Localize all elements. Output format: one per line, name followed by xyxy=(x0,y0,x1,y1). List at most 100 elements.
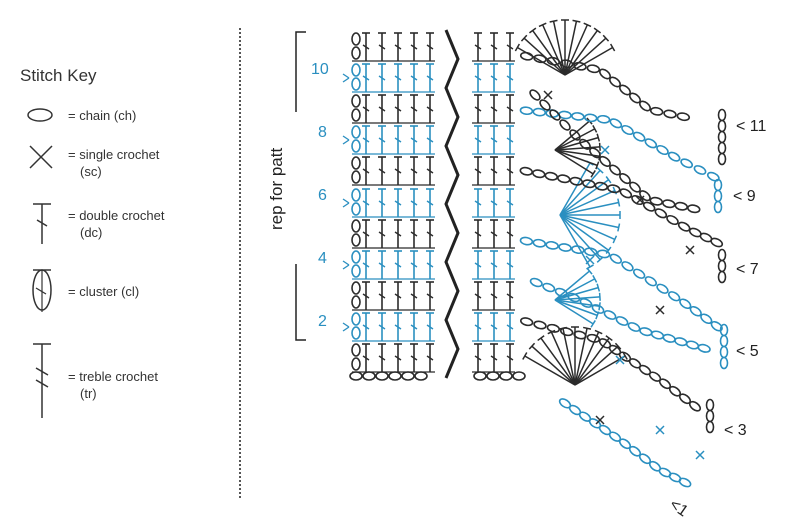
dc-stitch-bar xyxy=(506,44,514,50)
fan-stitch-top xyxy=(590,170,596,178)
row-label-10: 10 xyxy=(311,61,329,78)
loop-chain xyxy=(674,337,688,347)
fan-stitch xyxy=(564,21,578,76)
dc-stitch-bar xyxy=(474,75,482,81)
loop-chain xyxy=(567,292,581,303)
edge-column-chain xyxy=(705,409,715,423)
loop-chain xyxy=(632,131,646,142)
repeat-bracket xyxy=(295,31,306,341)
edge-chain xyxy=(351,77,361,91)
fan-stitch-top xyxy=(605,335,613,342)
fan-stitch-top xyxy=(596,133,601,142)
fan-stitch xyxy=(564,24,589,76)
fan-stitch-top xyxy=(609,43,616,52)
fan-stitch xyxy=(550,331,576,386)
loop-chain xyxy=(519,166,533,176)
single-crochet-stitch xyxy=(635,195,645,205)
loop-chain xyxy=(680,158,694,169)
dc-stitch-bar xyxy=(394,44,402,50)
fan-stitch xyxy=(524,355,576,386)
dc-stitch-bar xyxy=(490,324,498,330)
dc-stitch-bar xyxy=(362,231,370,237)
fan-stitch-top xyxy=(549,19,558,23)
dc-stitch-bar xyxy=(474,137,482,143)
loop-chain xyxy=(644,276,658,287)
loop-chain xyxy=(632,268,646,279)
loop-chain xyxy=(685,340,700,350)
loop-chain xyxy=(532,238,547,248)
key-item-double-crochet: = double crochet (dc) xyxy=(0,200,235,250)
loop-chain xyxy=(639,100,651,112)
dc-stitch-bar xyxy=(410,293,418,299)
loop-chain xyxy=(658,467,672,478)
dc-stitch-bar xyxy=(410,168,418,174)
row-label-5: < 5 xyxy=(736,343,759,360)
dc-stitch-bar xyxy=(426,324,434,330)
fan-stitch-top xyxy=(622,352,628,360)
row-arrow xyxy=(342,135,350,141)
loop-chain xyxy=(539,99,551,111)
loop-chain xyxy=(689,305,702,317)
loop-chain xyxy=(594,181,608,191)
edge-column-chain xyxy=(717,108,727,122)
row-label-3: < 3 xyxy=(724,422,747,439)
fan-stitch-top xyxy=(592,274,598,283)
loop-chain xyxy=(549,109,561,121)
dc-stitch-bar xyxy=(362,168,370,174)
loop-chain xyxy=(599,68,611,80)
loop-chain xyxy=(607,184,621,194)
dc-stitch-bar xyxy=(410,355,418,361)
key-abbr-treble-crochet: (tr) xyxy=(80,386,97,401)
fan-stitch xyxy=(559,214,609,251)
edge-chain xyxy=(351,46,361,60)
fan-stitch xyxy=(564,37,607,76)
row-arrow xyxy=(342,260,350,266)
edge-chain xyxy=(351,233,361,247)
loop-chain xyxy=(639,190,651,202)
fan-stitch xyxy=(554,286,599,301)
loop-chain xyxy=(583,247,598,257)
key-abbr-single-crochet: (sc) xyxy=(80,164,102,179)
dc-stitch-bar xyxy=(378,75,386,81)
fan-stitch-top xyxy=(582,326,592,330)
loop-chain xyxy=(662,199,676,209)
edge-column-chain xyxy=(719,345,729,359)
foundation-chain xyxy=(512,371,526,381)
loop-chain xyxy=(662,333,676,343)
dc-stitch-bar xyxy=(490,44,498,50)
loop-chain xyxy=(700,313,713,325)
dc-stitch-bar xyxy=(362,262,370,268)
edge-column-chain xyxy=(717,152,727,166)
dc-stitch-bar xyxy=(362,293,370,299)
foundation-chain xyxy=(362,371,376,381)
key-label-single-crochet: = single crochet xyxy=(68,147,160,162)
fan-stitch xyxy=(559,169,601,216)
fan-stitch xyxy=(559,214,601,261)
row-arrow xyxy=(342,198,350,204)
dc-stitch-bar xyxy=(506,293,514,299)
dc-stitch-bar xyxy=(410,44,418,50)
loop-chain xyxy=(629,181,641,193)
loop-chain xyxy=(571,245,585,255)
fan-stitch xyxy=(559,201,619,216)
dc-stitch-bar xyxy=(362,106,370,112)
dc-stitch-bar xyxy=(490,168,498,174)
loop-chain xyxy=(529,89,541,101)
loop-chain xyxy=(706,171,720,182)
foundation-chain xyxy=(473,371,487,381)
dc-stitch-bar xyxy=(474,262,482,268)
fan-stitch xyxy=(554,299,598,317)
key-item-chain: = chain (ch) xyxy=(0,100,235,150)
edge-chain xyxy=(351,264,361,278)
double-crochet-icon xyxy=(33,203,51,244)
fan-stitch xyxy=(574,345,619,386)
foundation-chain xyxy=(401,371,415,381)
loop-chain xyxy=(615,316,629,326)
dc-stitch-bar xyxy=(474,168,482,174)
edge-chain xyxy=(351,94,361,108)
loop-chain xyxy=(583,113,598,123)
key-label-cluster: = cluster (cl) xyxy=(68,284,140,299)
fan-stitch-top xyxy=(514,43,521,52)
foundation-chain xyxy=(388,371,402,381)
dc-stitch-bar xyxy=(362,137,370,143)
